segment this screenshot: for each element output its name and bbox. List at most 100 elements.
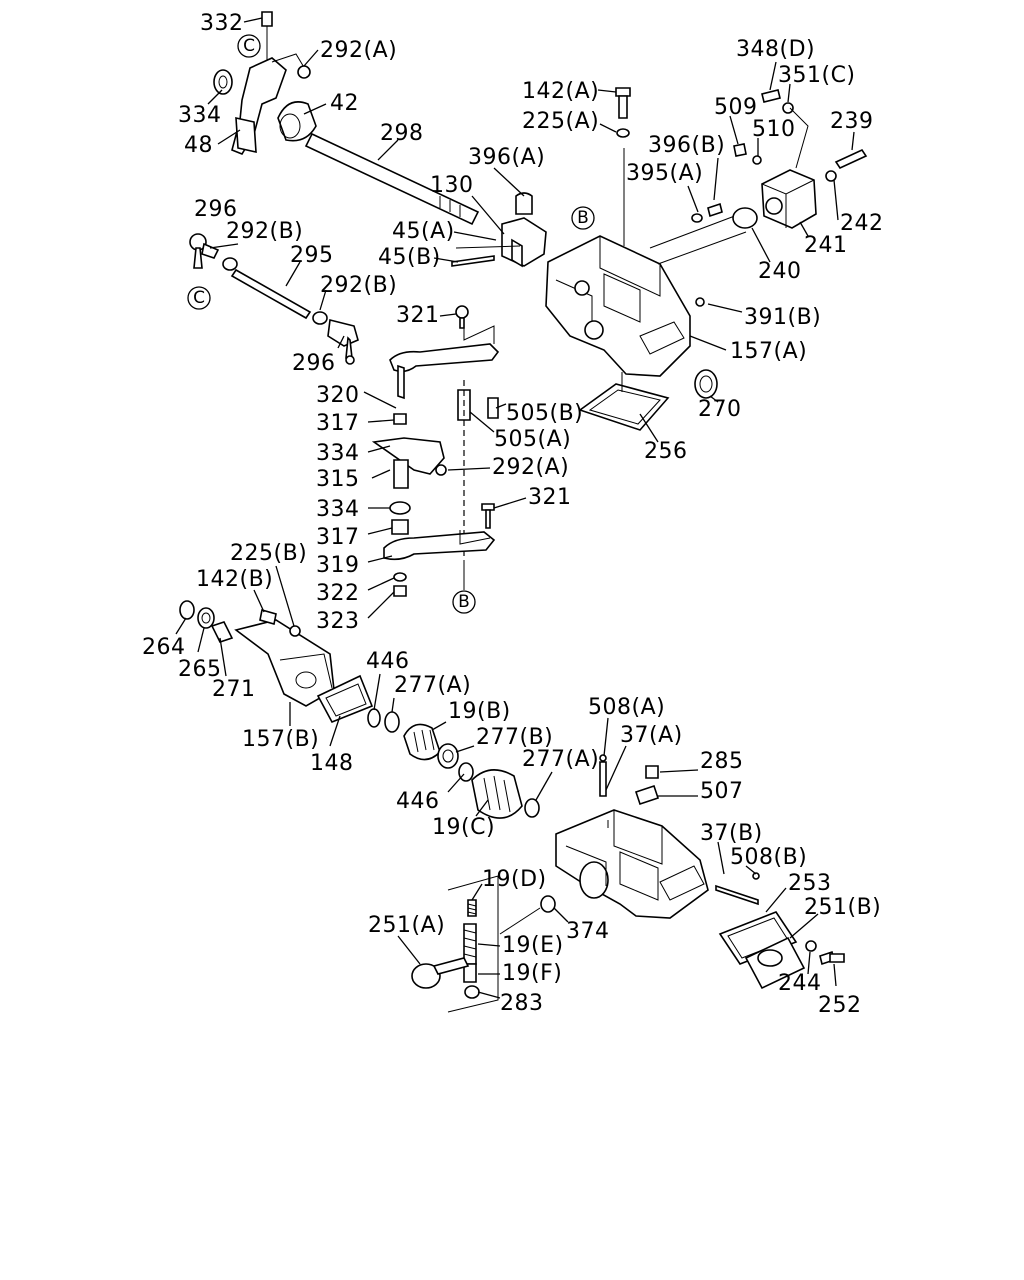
housing-157a-drawing [545, 148, 747, 377]
svg-text:C: C [193, 288, 205, 308]
shaft-298-drawing [304, 132, 480, 226]
label-509: 509 [714, 95, 758, 120]
label-253: 253 [788, 871, 832, 896]
label-317-top: 317 [316, 411, 360, 436]
label-296-mid: 296 [292, 351, 336, 376]
label-240: 240 [758, 259, 802, 284]
label-295: 295 [290, 243, 334, 268]
bearing-270-drawing [694, 369, 718, 399]
label-395a: 395(A) [626, 161, 703, 186]
reference-marker-b-lever: B [452, 590, 476, 614]
label-321-top: 321 [396, 303, 440, 328]
label-142b: 142(B) [196, 567, 273, 592]
label-446-low: 446 [396, 789, 440, 814]
label-225b: 225(B) [230, 541, 307, 566]
label-374: 374 [566, 919, 610, 944]
label-45a: 45(A) [392, 219, 455, 244]
label-48: 48 [184, 133, 213, 158]
label-37a: 37(A) [620, 723, 683, 748]
reference-marker-c-left: C [187, 286, 211, 310]
label-351c: 351(C) [778, 63, 856, 88]
label-323: 323 [316, 609, 360, 634]
label-241: 241 [804, 233, 848, 258]
tie-rod-295-drawing [189, 233, 359, 365]
label-277a-low: 277(A) [522, 747, 599, 772]
label-505a: 505(A) [494, 427, 571, 452]
label-315: 315 [316, 467, 360, 492]
reference-marker-c-top: C [237, 34, 261, 58]
label-256: 256 [644, 439, 688, 464]
label-242: 242 [840, 211, 884, 236]
label-37b: 37(B) [700, 821, 763, 846]
label-283: 283 [500, 991, 544, 1016]
leader-lines [175, 17, 855, 999]
label-317-low: 317 [316, 525, 360, 550]
bolt-142a-drawing [615, 87, 631, 138]
label-292b-mid: 292(B) [320, 273, 397, 298]
block-130-drawing [451, 192, 547, 268]
svg-text:C: C [243, 36, 255, 56]
label-130: 130 [430, 173, 474, 198]
label-270: 270 [698, 397, 742, 422]
label-285: 285 [700, 749, 744, 774]
label-320: 320 [316, 383, 360, 408]
label-334-low: 334 [316, 497, 360, 522]
label-252: 252 [818, 993, 862, 1018]
spring-stack-drawing [367, 708, 540, 819]
gasket-256-drawing [578, 372, 670, 431]
label-142a: 142(A) [522, 79, 599, 104]
part-number-labels: 332 292(A) 334 48 42 298 142(A) 225(A) 3… [142, 11, 884, 1018]
label-157a: 157(A) [730, 339, 807, 364]
label-319: 319 [316, 553, 360, 578]
part-drawings [179, 11, 868, 1013]
side-cover-251b-drawing [718, 911, 845, 990]
svg-text:B: B [577, 208, 589, 228]
label-19d: 19(D) [482, 867, 547, 892]
label-296-top: 296 [194, 197, 238, 222]
label-396b: 396(B) [648, 133, 725, 158]
label-277a-top: 277(A) [394, 673, 471, 698]
label-391b: 391(B) [744, 305, 821, 330]
rear-cover-157b-drawing [179, 600, 374, 724]
label-292b-top: 292(B) [226, 219, 303, 244]
label-264: 264 [142, 635, 186, 660]
label-251a: 251(A) [368, 913, 445, 938]
label-42: 42 [330, 91, 359, 116]
label-271: 271 [212, 677, 256, 702]
label-148: 148 [310, 751, 354, 776]
label-334-mid: 334 [316, 441, 360, 466]
label-225a: 225(A) [522, 109, 599, 134]
label-45b: 45(B) [378, 245, 441, 270]
label-510: 510 [752, 117, 796, 142]
label-298: 298 [380, 121, 424, 146]
label-322: 322 [316, 581, 360, 606]
label-251b: 251(B) [804, 895, 881, 920]
lower-housing-drawing [555, 754, 760, 919]
label-19e: 19(E) [502, 933, 564, 958]
label-332: 332 [200, 11, 244, 36]
label-292a-mid: 292(A) [492, 455, 569, 480]
svg-text:B: B [458, 592, 470, 612]
label-505b: 505(B) [506, 401, 583, 426]
label-19c: 19(C) [432, 815, 495, 840]
label-507: 507 [700, 779, 744, 804]
label-396a: 396(A) [468, 145, 545, 170]
cover-241-drawing [691, 89, 868, 229]
label-446-top: 446 [366, 649, 410, 674]
boot-42-drawing [277, 101, 317, 142]
reference-marker-b-housing: B [571, 206, 595, 230]
label-19f: 19(F) [502, 961, 562, 986]
label-508a: 508(A) [588, 695, 665, 720]
bracket-48-drawing [213, 11, 311, 155]
label-244: 244 [778, 971, 822, 996]
label-334-top: 334 [178, 103, 222, 128]
label-321-low: 321 [528, 485, 572, 510]
lever-assembly-drawing [371, 305, 500, 597]
detent-assembly-drawing [411, 875, 556, 1013]
label-157b: 157(B) [242, 727, 319, 752]
label-19b: 19(B) [448, 699, 511, 724]
label-508b: 508(B) [730, 845, 807, 870]
label-277b: 277(B) [476, 725, 553, 750]
label-239: 239 [830, 109, 874, 134]
